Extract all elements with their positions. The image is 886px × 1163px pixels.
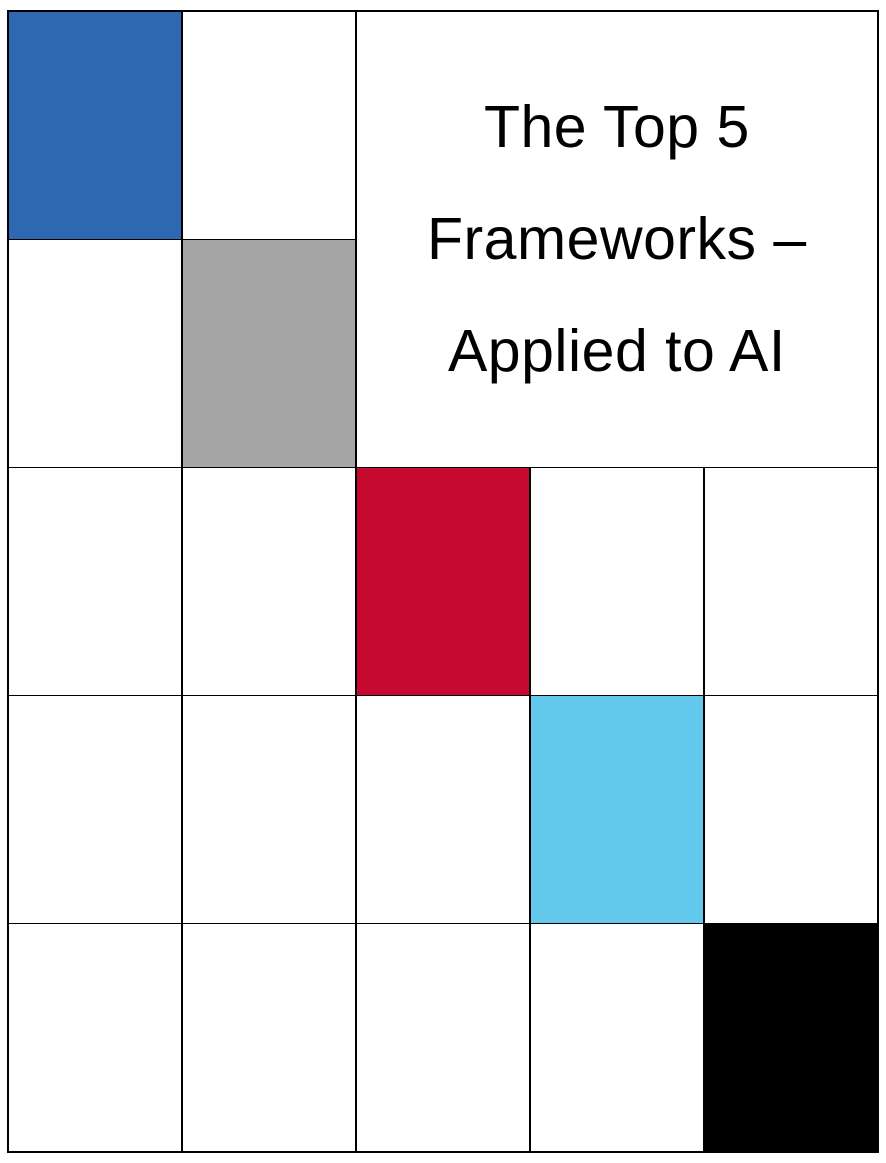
grid-cell-r3c4 — [530, 468, 704, 695]
title-line-3: Applied to AI — [447, 318, 786, 385]
grid-cell-r5c5-highlight — [704, 924, 877, 1151]
grid-cell-r5c4 — [530, 924, 704, 1151]
grid-cell-r1c2 — [182, 12, 356, 239]
grid-cell-r5c1 — [9, 924, 182, 1151]
grid-cell-r4c4-highlight — [530, 696, 704, 923]
grid-cell-r5c2 — [182, 924, 356, 1151]
title-line-2: Frameworks – — [427, 206, 807, 273]
grid-cell-r2c1 — [9, 240, 182, 467]
grid-cell-r5c3 — [356, 924, 530, 1151]
slide-title: The Top 5 Frameworks – Applied to AI — [427, 71, 807, 407]
frameworks-table: The Top 5 Frameworks – Applied to AI — [7, 10, 879, 1153]
grid-cell-r4c5 — [704, 696, 877, 923]
grid-cell-r3c3-highlight — [356, 468, 530, 695]
grid-cell-r4c2 — [182, 696, 356, 923]
grid-cell-r3c5 — [704, 468, 877, 695]
title-line-1: The Top 5 — [483, 94, 750, 161]
grid-cell-r4c1 — [9, 696, 182, 923]
grid-cell-r1c1-highlight — [9, 12, 182, 239]
title-cell: The Top 5 Frameworks – Applied to AI — [356, 12, 877, 467]
grid-cell-r4c3 — [356, 696, 530, 923]
grid-cell-r3c2 — [182, 468, 356, 695]
grid-cell-r2c2-highlight — [182, 240, 356, 467]
grid-cell-r3c1 — [9, 468, 182, 695]
